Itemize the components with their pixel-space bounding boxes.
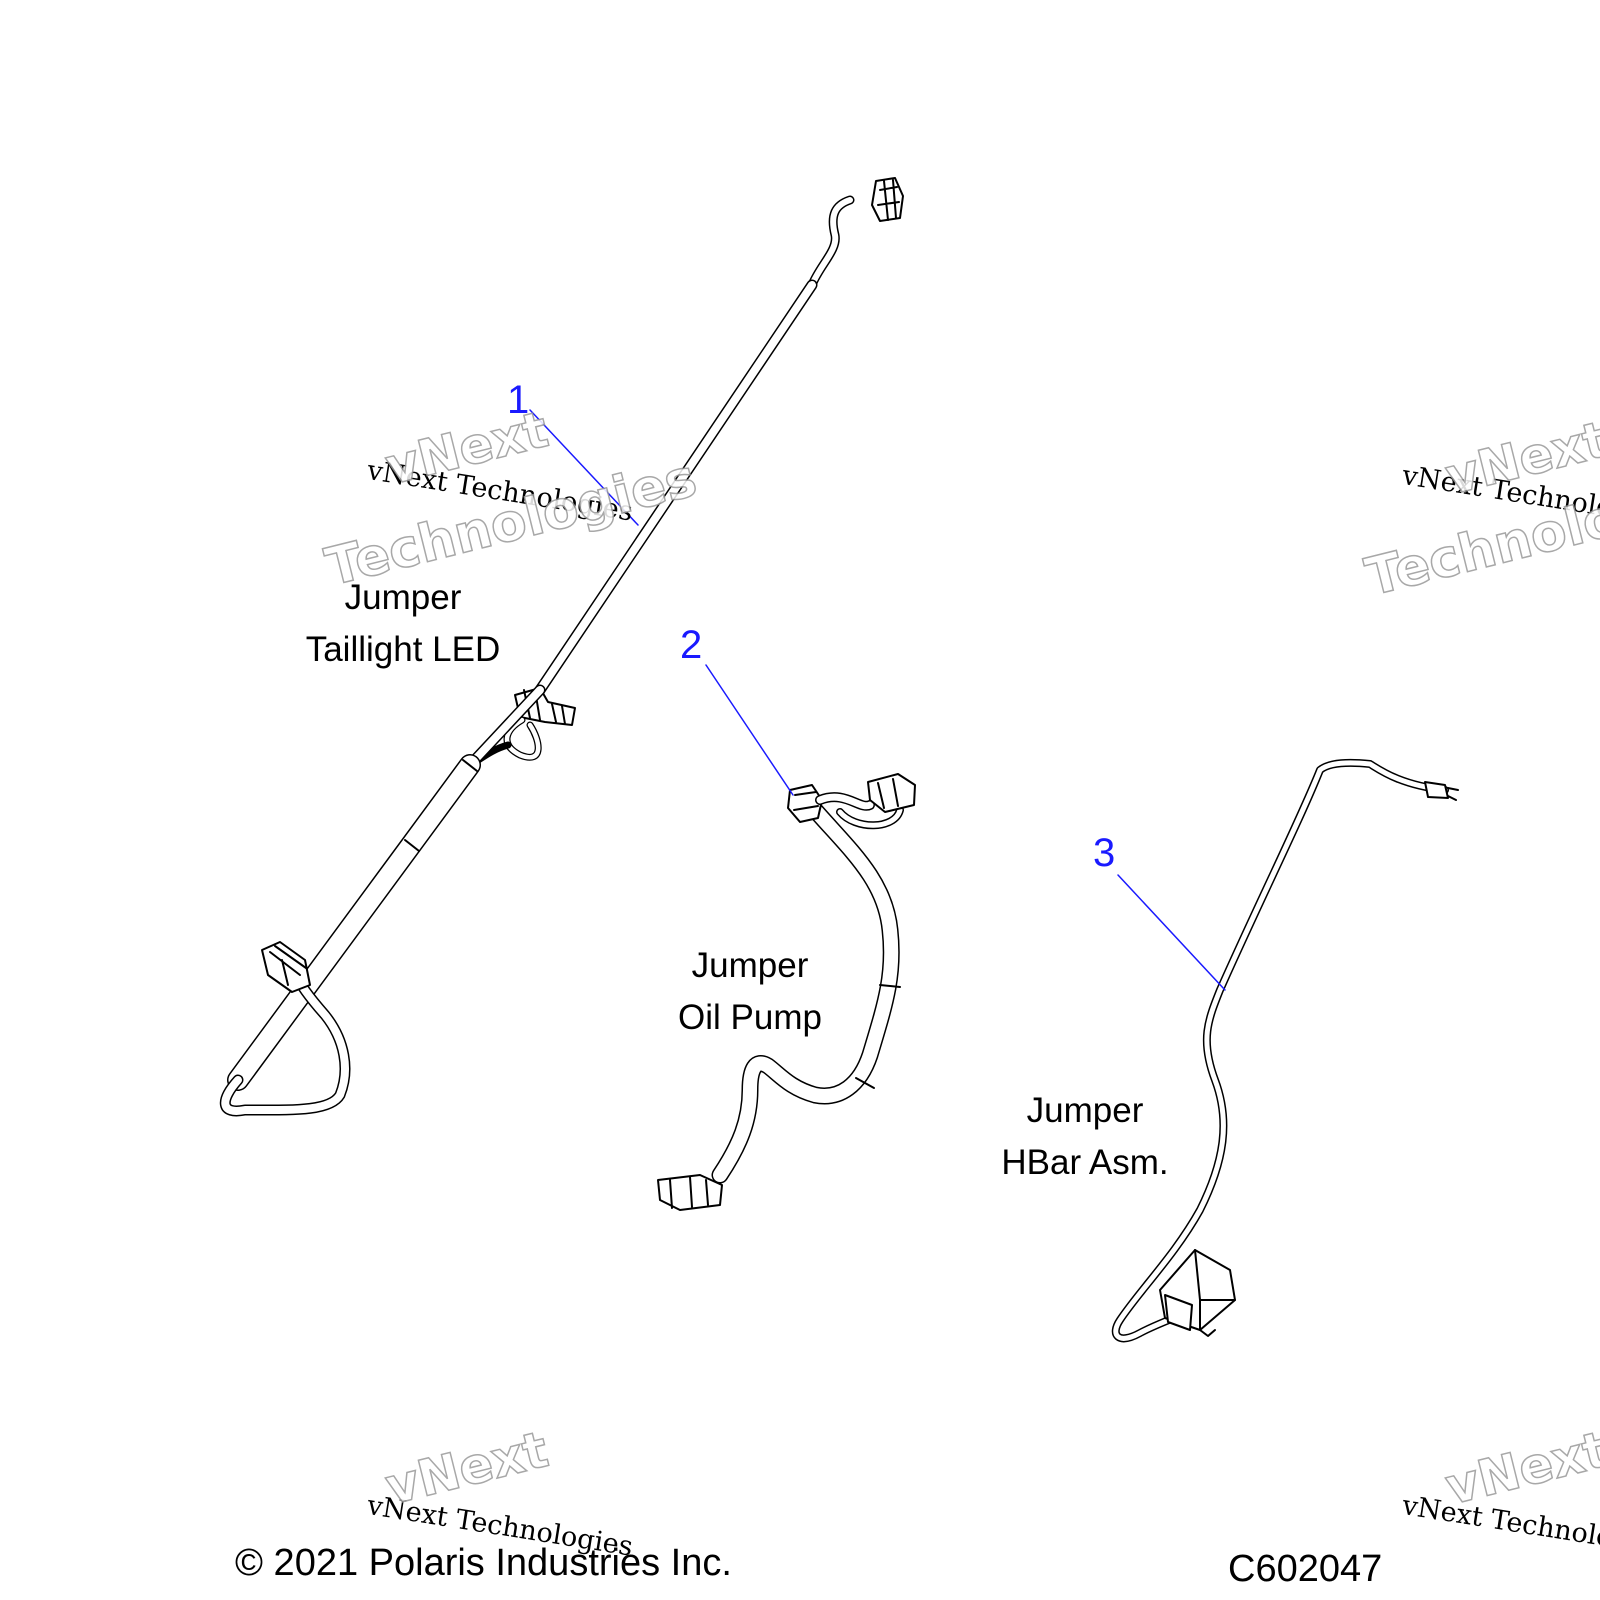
copyright-text: © 2021 Polaris Industries Inc. bbox=[235, 1542, 732, 1584]
leader-line-3 bbox=[1117, 874, 1226, 991]
drawing-id: C602047 bbox=[1228, 1548, 1383, 1590]
part-label-hbar-asm: Jumper HBar Asm. bbox=[1001, 1091, 1169, 1182]
harness-taillight-led bbox=[219, 177, 904, 1117]
connector-hbar-bottom bbox=[1159, 1249, 1236, 1337]
connector-top bbox=[871, 177, 904, 222]
terminal-hbar-end bbox=[1424, 781, 1459, 801]
leader-lines bbox=[529, 409, 1226, 991]
part-label-taillight-led: Jumper Taillight LED bbox=[305, 578, 501, 669]
harness-hbar-asm bbox=[1111, 758, 1459, 1343]
harness-oil-pump bbox=[657, 773, 916, 1211]
leader-line-2 bbox=[705, 664, 794, 796]
callout-number-2: 2 bbox=[680, 623, 703, 667]
connector-bottom-left bbox=[261, 941, 311, 993]
callout-number-3: 3 bbox=[1093, 831, 1116, 875]
leader-line-1 bbox=[529, 409, 639, 526]
connector-oil-pump-bottom bbox=[657, 1174, 723, 1211]
part-label-oil-pump: Jumper Oil Pump bbox=[678, 946, 822, 1037]
connector-oil-pump-top bbox=[787, 773, 916, 830]
callout-number-1: 1 bbox=[507, 378, 530, 422]
